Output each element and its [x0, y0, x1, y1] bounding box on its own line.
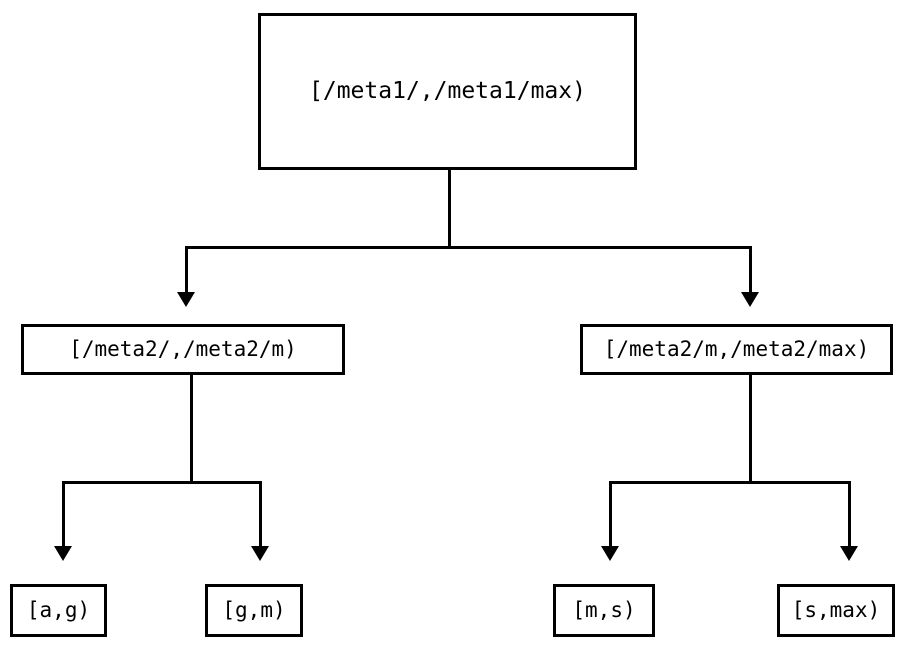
connector-mid-left-to-leaf-1: [62, 481, 65, 548]
tree-node-root[interactable]: [/meta1/,/meta1/max): [258, 13, 637, 170]
arrowhead-down-icon-leaf-3: [601, 546, 619, 561]
connector-mid-right-to-leaf-3: [609, 481, 612, 548]
connector-root-bar: [186, 246, 752, 249]
tree-node-leaf-2[interactable]: [g,m): [205, 584, 303, 637]
connector-mid-left-to-leaf-2: [259, 481, 262, 548]
connector-mid-right-to-leaf-4: [848, 481, 851, 548]
tree-node-mid-right[interactable]: [/meta2/m,/meta2/max): [580, 324, 893, 375]
tree-node-leaf-4[interactable]: [s,max): [777, 584, 895, 637]
arrowhead-down-icon-leaf-2: [251, 546, 269, 561]
connector-mid-right-bar: [610, 481, 851, 484]
connector-mid-left-stem: [190, 375, 193, 483]
tree-node-leaf-1-label: [a,g): [26, 598, 91, 622]
tree-node-leaf-2-label: [g,m): [222, 598, 286, 622]
tree-node-mid-left-label: [/meta2/,/meta2/m): [69, 337, 297, 361]
arrowhead-down-icon-root-left: [177, 292, 195, 307]
arrowhead-down-icon-leaf-4: [840, 546, 858, 561]
tree-node-mid-left[interactable]: [/meta2/,/meta2/m): [21, 324, 345, 375]
tree-node-mid-right-label: [/meta2/m,/meta2/max): [603, 337, 870, 361]
arrowhead-down-icon-leaf-1: [54, 546, 72, 561]
connector-mid-left-bar: [63, 481, 262, 484]
tree-node-leaf-3-label: [m,s): [572, 598, 636, 622]
connector-root-to-mid-left: [185, 246, 188, 294]
tree-node-leaf-1[interactable]: [a,g): [10, 584, 107, 637]
connector-root-stem: [448, 170, 451, 249]
connector-mid-right-stem: [749, 375, 752, 483]
tree-node-leaf-4-label: [s,max): [791, 598, 881, 622]
tree-node-root-label: [/meta1/,/meta1/max): [309, 78, 586, 104]
arrowhead-down-icon-root-right: [741, 292, 759, 307]
tree-node-leaf-3[interactable]: [m,s): [553, 584, 655, 637]
connector-root-to-mid-right: [749, 246, 752, 294]
